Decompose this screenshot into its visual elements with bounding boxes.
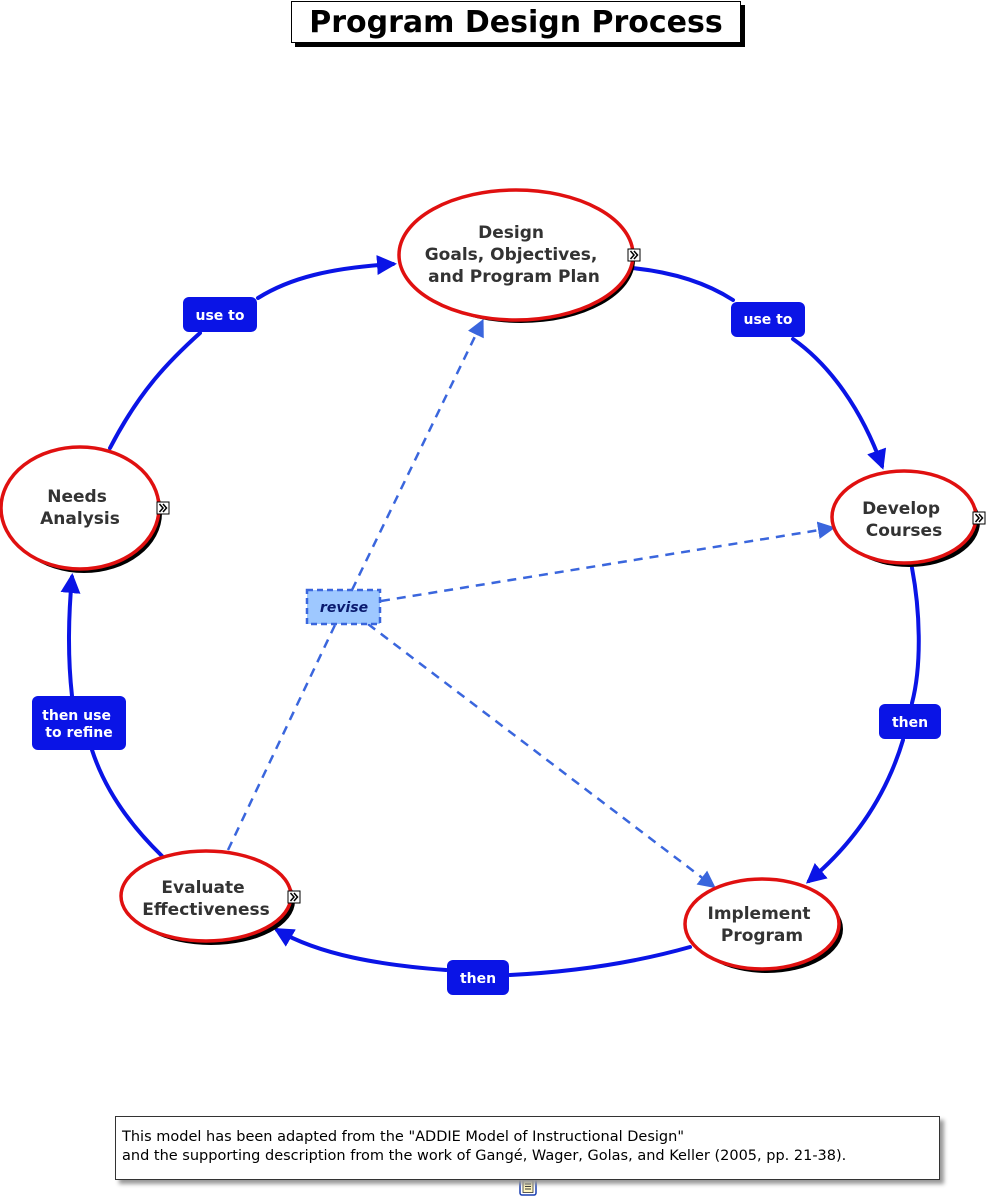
svg-text:Implement Program: Implement Program <box>708 904 817 946</box>
node-ellipse <box>683 877 841 971</box>
node-design[interactable]: Design Goals, Objectives, and Program Pl… <box>397 188 635 323</box>
connector-evaluate-to-then-use <box>90 748 164 858</box>
node-evaluate-line-1: Evaluate <box>161 878 244 898</box>
expand-icon[interactable] <box>627 248 641 262</box>
node-develop-line-2: Courses <box>866 521 942 541</box>
connector-needs-to-use-to <box>108 331 202 450</box>
link-label-line-1: then use <box>42 708 111 724</box>
svg-text:Needs Analysis: Needs Analysis <box>40 487 120 529</box>
node-implement-line-2: Program <box>721 926 803 946</box>
dashed-evaluate-to-revise <box>226 624 337 851</box>
node-evaluate-line-2: Effectiveness <box>142 900 269 920</box>
connector-design-to-use-to <box>630 266 735 302</box>
svg-text:Develop Courses: Develop Courses <box>862 499 946 541</box>
dashed-revise-to-design <box>350 318 484 591</box>
node-design-line-1: Design <box>478 223 544 243</box>
arrow-then-use-to-needs <box>60 573 81 698</box>
link-label: then <box>892 715 928 731</box>
node-needs-line-2: Analysis <box>40 509 120 529</box>
expand-icon[interactable] <box>156 501 170 515</box>
connectors <box>60 255 921 977</box>
dashed-revise-to-develop <box>380 521 836 603</box>
expand-icon[interactable] <box>972 511 986 525</box>
node-design-line-2: Goals, Objectives, <box>425 245 598 265</box>
node-evaluate-effectiveness[interactable]: Evaluate Effectiveness <box>119 849 295 945</box>
arrow-then-to-evaluate <box>273 927 448 972</box>
revise-connectors <box>226 318 836 889</box>
connector-implement-to-then <box>508 945 692 977</box>
document-icon[interactable] <box>519 1177 537 1196</box>
link-label: use to <box>196 308 245 324</box>
node-implement-program[interactable]: Implement Program <box>683 877 843 973</box>
connector-develop-to-then <box>910 566 921 705</box>
link-revise[interactable]: revise <box>305 588 382 626</box>
note-line-2: and the supporting description from the … <box>122 1148 847 1164</box>
node-needs-line-1: Needs <box>47 487 107 507</box>
node-implement-line-1: Implement <box>708 904 811 924</box>
link-label: use to <box>744 312 793 328</box>
node-needs-analysis[interactable]: Needs Analysis <box>0 445 162 573</box>
page-title: Program Design Process <box>291 1 741 43</box>
arrow-use-to-to-design <box>256 255 397 300</box>
node-develop-line-1: Develop <box>862 499 940 519</box>
node-design-line-3: and Program Plan <box>428 267 600 287</box>
link-label: then <box>460 971 496 987</box>
link-then-right[interactable]: then <box>879 704 941 739</box>
arrow-then-to-implement <box>805 738 905 884</box>
node-ellipse <box>0 445 161 571</box>
link-then-bottom[interactable]: then <box>447 960 509 995</box>
svg-text:Evaluate Effectiveness: Evaluate Effectiveness <box>142 878 269 920</box>
link-label: revise <box>320 600 368 616</box>
node-develop-courses[interactable]: Develop Courses <box>830 469 980 567</box>
link-use-to-right[interactable]: use to <box>731 302 805 337</box>
svg-text:Design Goals, Objectives: Design Goals, Objectives, and Program Pl… <box>425 223 604 287</box>
expand-icon[interactable] <box>287 890 301 904</box>
link-use-to-left[interactable]: use to <box>183 297 257 332</box>
note-line-1: This model has been adapted from the "AD… <box>122 1129 684 1145</box>
citation-note: This model has been adapted from the "AD… <box>115 1116 940 1180</box>
svg-text:then use to refine: then use to refine <box>42 708 116 741</box>
link-then-use-to-refine[interactable]: then use to refine <box>32 696 126 750</box>
link-label-line-2: to refine <box>45 725 112 741</box>
dashed-revise-to-implement <box>367 623 716 889</box>
arrow-use-to-to-develop <box>791 337 887 470</box>
